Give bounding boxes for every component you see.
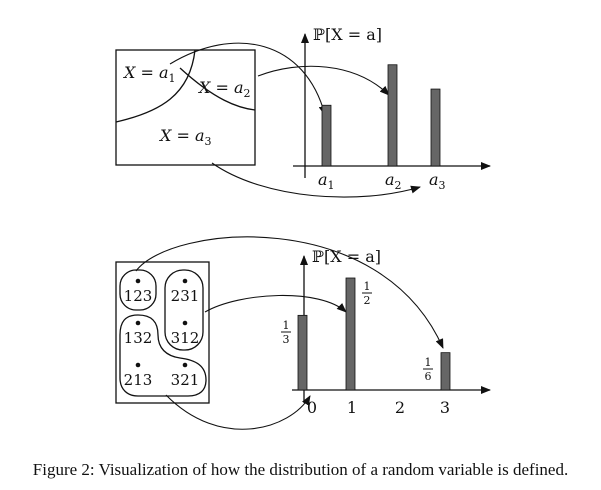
svg-text:1: 1 — [425, 356, 432, 369]
top-bar-a3 — [430, 88, 441, 167]
fraction-one-third: 1 3 — [281, 319, 291, 346]
top-bars — [321, 64, 441, 167]
tick-0: 0 — [307, 398, 317, 417]
arrow-to-3 — [135, 236, 444, 349]
dot-312 — [182, 320, 188, 326]
figure-caption: Figure 2: Visualization of how the distr… — [32, 460, 569, 479]
region-label-a2: X = a2 — [197, 78, 251, 100]
perm-213: 213 — [124, 371, 153, 389]
sample-space-box — [115, 49, 256, 166]
dot-132 — [135, 320, 141, 326]
perm-123: 123 — [124, 287, 153, 305]
top-x-label-a1: a1 — [318, 170, 335, 192]
top-x-label-a2: a2 — [385, 170, 402, 192]
dot-321 — [182, 362, 188, 368]
bottom-bar-0 — [297, 314, 308, 391]
bottom-axis-label: ℙ[X = a] — [312, 247, 381, 266]
arrow-a1 — [169, 42, 327, 116]
bottom-diagram: 123 231 132 312 213 321 ℙ[X = a] 1 3 1 2… — [115, 236, 491, 430]
bottom-bar-1 — [345, 277, 356, 391]
top-x-label-a3: a3 — [429, 170, 446, 192]
arrow-to-0 — [165, 394, 311, 430]
perm-312: 312 — [171, 329, 200, 347]
tick-1: 1 — [347, 398, 357, 417]
bottom-bar-3 — [440, 352, 451, 391]
svg-text:1: 1 — [283, 319, 290, 332]
perm-321: 321 — [171, 371, 200, 389]
region-label-a1: X = a1 — [122, 63, 176, 85]
tick-3: 3 — [440, 398, 450, 417]
arrow-a3 — [211, 162, 421, 198]
svg-text:1: 1 — [364, 280, 371, 293]
fraction-one-half: 1 2 — [362, 280, 372, 307]
svg-text:2: 2 — [364, 294, 371, 307]
fraction-one-sixth: 1 6 — [423, 356, 433, 383]
region-boundary-upper — [115, 49, 196, 123]
region-label-a3: X = a3 — [158, 126, 212, 148]
bottom-bars — [297, 277, 451, 391]
svg-text:6: 6 — [425, 370, 432, 383]
dot-123 — [135, 278, 141, 284]
group-123 — [119, 269, 157, 311]
region-boundary-lower — [179, 67, 256, 111]
dot-231 — [182, 278, 188, 284]
top-axis-label: ℙ[X = a] — [313, 25, 382, 44]
group-231-312 — [164, 269, 204, 351]
group-132-213-321 — [119, 314, 207, 397]
arrow-to-1 — [204, 294, 347, 313]
tick-2: 2 — [395, 398, 405, 417]
top-bar-a2 — [387, 64, 398, 167]
perm-132: 132 — [124, 329, 153, 347]
dot-213 — [135, 362, 141, 368]
arrow-a2 — [257, 65, 390, 96]
top-diagram: X = a1 X = a2 X = a3 ℙ[X = a] a1 a2 a3 — [115, 25, 491, 198]
permutation-box — [115, 261, 210, 404]
top-bar-a1 — [321, 104, 332, 167]
perm-231: 231 — [171, 287, 200, 305]
svg-text:3: 3 — [283, 333, 290, 346]
